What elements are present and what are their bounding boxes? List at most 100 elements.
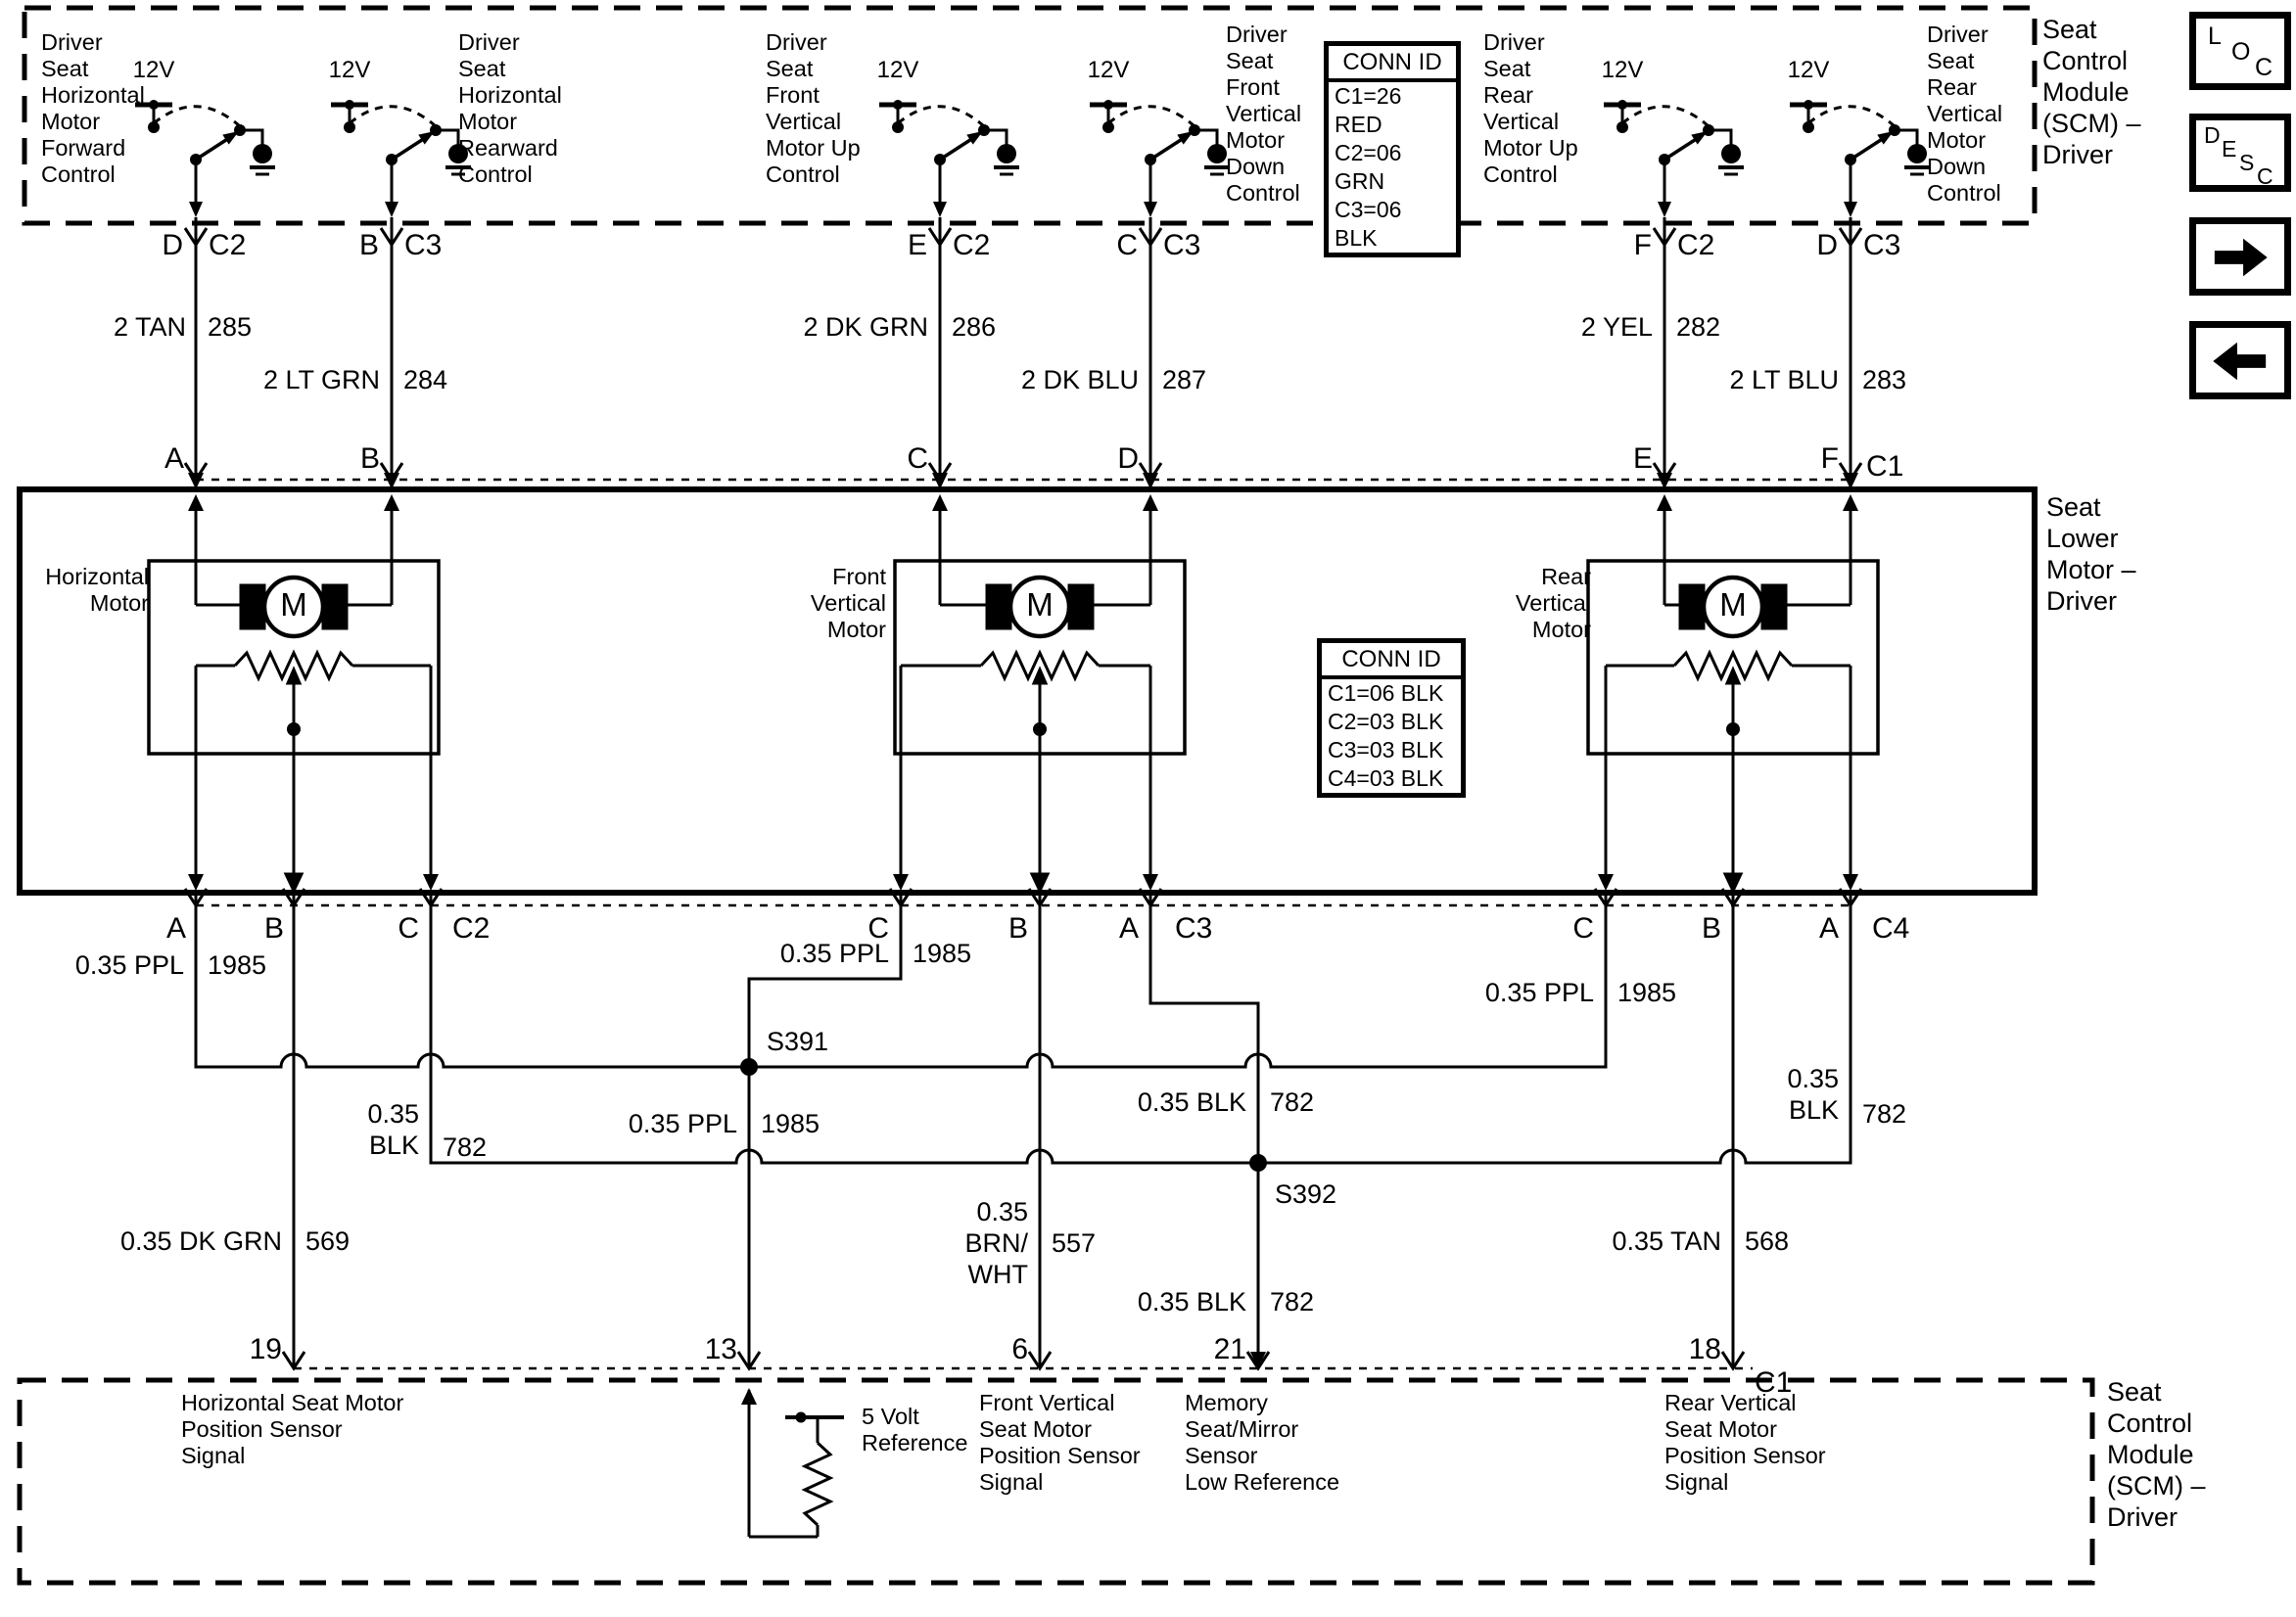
slm-pin: D	[1117, 442, 1139, 475]
conn-id-table-scm-top: CONN ID C1=26 RED C2=06 GRN C3=06 BLK	[1324, 41, 1461, 257]
scm-driver-top-box	[22, 5, 2038, 226]
wire-label: 0.35 PPL	[628, 1109, 737, 1138]
wire-circuit: 286	[952, 312, 997, 342]
slm-bottom-pin: A	[1818, 912, 1839, 945]
pin-letter: B	[358, 229, 379, 261]
loc-letter: L	[2208, 23, 2222, 50]
wire-circuit: 782	[1862, 1099, 1907, 1129]
arrow-right-icon	[2214, 238, 2268, 277]
circuit-label-rear-vertical-up: Driver Seat Rear Vertical Motor Up Contr…	[1483, 29, 1578, 187]
scm-pin-conn-c1: C1	[1755, 1366, 1793, 1399]
slm-bottom-pin: B	[263, 912, 284, 945]
slm-bottom-pin: B	[1007, 912, 1028, 945]
conn-id-row: C2=03 BLK	[1328, 709, 1444, 734]
conn-id-title: CONN ID	[1329, 46, 1456, 82]
slm-pin: A	[164, 442, 184, 475]
rear-vertical-motor-assembly	[1588, 499, 1878, 891]
wire-label: 2 DK BLU	[1020, 365, 1139, 394]
wire-circuit: 1985	[1617, 978, 1677, 1007]
horizontal-motor-assembly	[149, 499, 439, 891]
slm-bottom-conn: C2	[452, 912, 491, 945]
slm-conn-c1: C1	[1866, 450, 1904, 483]
conn-id-title: CONN ID	[1322, 643, 1461, 679]
slm-pin: F	[1820, 442, 1839, 475]
fn-front-vertical-sensor-signal: Front Vertical Seat Motor Position Senso…	[979, 1390, 1141, 1495]
loc-letter: C	[2255, 54, 2273, 81]
conn-id-row: C4=03 BLK	[1328, 765, 1444, 791]
loc-button[interactable]: L O C	[2189, 12, 2291, 90]
circuit-label-front-vertical-up: Driver Seat Front Vertical Motor Up Cont…	[766, 29, 861, 187]
slm-pin: E	[1632, 442, 1653, 475]
supply-12v-label: 12V	[876, 57, 919, 83]
wire-label: 0.35 PPL	[1484, 978, 1594, 1007]
fn-5v-reference: 5 Volt Reference	[862, 1404, 968, 1455]
pin-conn: C3	[1163, 229, 1201, 261]
circuit-label-horizontal-rearward: Driver Seat Horizontal Motor Rearward Co…	[458, 29, 562, 187]
motor-name-rear-vertical: Rear Vertical Motor	[1515, 564, 1591, 642]
pin-conn: C2	[209, 229, 247, 261]
wire-label: 0.35 DK GRN	[119, 1226, 282, 1256]
conn-id-row: C2=06 GRN	[1335, 140, 1402, 194]
motor-name-front-vertical: Front Vertical Motor	[810, 564, 886, 642]
scm-top-module-label: Seat Control Module (SCM) – Driver	[2042, 15, 2141, 169]
wire-blk-782-to-pin21	[1148, 895, 1260, 1363]
motor-name-horizontal: Horizontal Motor	[45, 564, 149, 616]
previous-page-button[interactable]	[2189, 321, 2291, 399]
supply-12v-label: 12V	[132, 57, 175, 83]
next-page-button[interactable]	[2189, 217, 2291, 296]
scm-pin-19: 19	[249, 1333, 282, 1365]
slm-bottom-pin: C	[867, 912, 889, 945]
fn-horizontal-sensor-signal: Horizontal Seat Motor Position Sensor Si…	[181, 1390, 404, 1468]
wire-label: 0.35 BLK	[1787, 1064, 1839, 1125]
wire-circuit: 283	[1862, 365, 1907, 394]
conn-id-row: C3=06 BLK	[1335, 197, 1402, 251]
desc-button[interactable]: D E S C	[2189, 114, 2291, 192]
supply-12v-label: 12V	[328, 57, 371, 83]
conn-id-row: C3=03 BLK	[1328, 737, 1444, 762]
wire-circuit: 782	[1270, 1287, 1315, 1317]
motor-symbol: M	[280, 586, 307, 623]
wire-circuit: 285	[208, 312, 253, 342]
wire-label: 2 YEL	[1580, 312, 1653, 342]
circuit-label-horizontal-forward: Driver Seat Horizontal Motor Forward Con…	[41, 29, 145, 187]
pin-conn: C3	[404, 229, 443, 261]
front-vertical-motor-assembly	[895, 499, 1185, 891]
slm-bottom-pin: C	[398, 912, 419, 945]
wire-circuit: 1985	[913, 939, 972, 968]
desc-letter: E	[2222, 136, 2237, 162]
wire-label: 0.35 BLK	[1137, 1087, 1246, 1117]
conn-id-row: C1=06 BLK	[1328, 680, 1444, 706]
slm-module-label: Seat Lower Motor – Driver	[2046, 492, 2136, 616]
wire-ppl-1985-to-pin13	[747, 895, 903, 1368]
wire-circuit: 1985	[208, 950, 267, 980]
wire-label: 2 DK GRN	[803, 312, 928, 342]
motor-symbol: M	[1719, 586, 1747, 623]
slm-bottom-pin: A	[1118, 912, 1139, 945]
slm-pin: B	[359, 442, 380, 475]
wire-label: 2 TAN	[113, 312, 186, 342]
conn-id-row: C1=26 RED	[1335, 83, 1402, 137]
scm-pin-6: 6	[1011, 1333, 1028, 1365]
desc-letter: C	[2257, 163, 2273, 189]
slm-bottom-conn: C3	[1175, 912, 1213, 945]
wire-label: 0.35 TAN	[1612, 1226, 1721, 1256]
wire-circuit: 287	[1162, 365, 1207, 394]
pin-letter: E	[907, 229, 927, 261]
loc-letter: O	[2231, 38, 2251, 66]
pin-conn: C3	[1863, 229, 1901, 261]
seat-lower-motor-box	[17, 486, 2038, 896]
scm-pin-18: 18	[1688, 1333, 1721, 1365]
wire-circuit: 284	[403, 365, 448, 394]
slm-bottom-pin: B	[1701, 912, 1721, 945]
pin-letter: C	[1116, 229, 1138, 261]
wire-label: 2 LT GRN	[262, 365, 380, 394]
slm-bottom-pin: A	[165, 912, 186, 945]
pin-conn: C2	[953, 229, 991, 261]
splice-s391-label: S391	[767, 1027, 829, 1056]
wire-label: 0.35 BLK	[367, 1099, 419, 1160]
pin-conn: C2	[1677, 229, 1715, 261]
scm-driver-bottom-box	[17, 1377, 2095, 1586]
position-sensor-wires	[194, 895, 1852, 1368]
